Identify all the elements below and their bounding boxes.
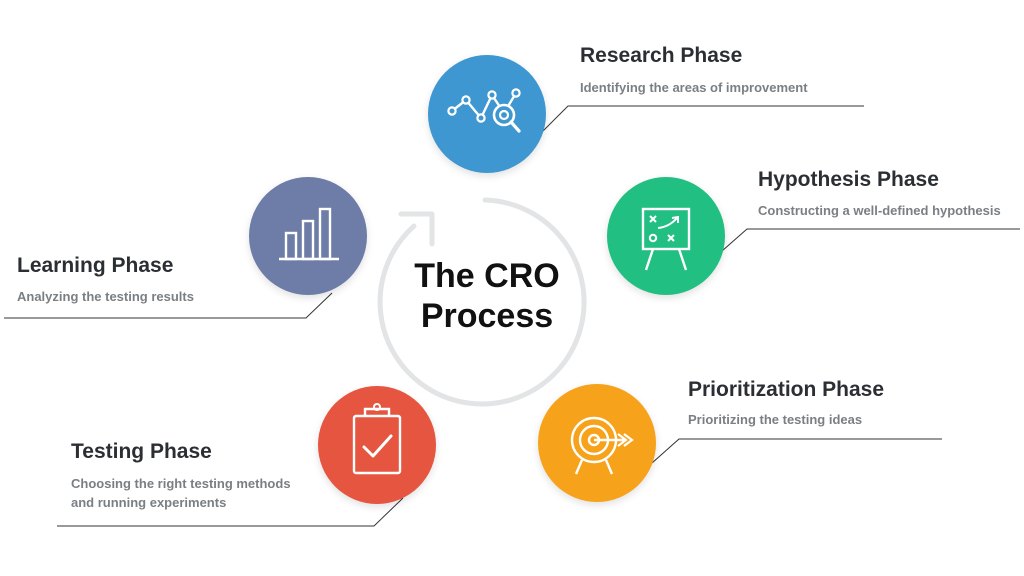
- learning-circle: [249, 177, 367, 295]
- hypothesis-title: Hypothesis Phase: [758, 168, 939, 191]
- testing-title: Testing Phase: [71, 440, 212, 463]
- research-title: Research Phase: [580, 44, 743, 67]
- testing-connector: [57, 497, 404, 527]
- center-title-line2: Process: [420, 297, 554, 335]
- hypothesis-description: Constructing a well-defined hypothesis: [758, 203, 1001, 218]
- center-title-line1: The CRO: [414, 257, 560, 295]
- learning-description: Analyzing the testing results: [17, 289, 194, 304]
- bar-chart-icon: [279, 207, 339, 261]
- center-title: The CRO Process: [392, 256, 582, 336]
- chart-magnifier-icon: [447, 88, 521, 133]
- cycle-arc: [377, 197, 587, 407]
- testing-description-line1: Choosing the right testing methods: [71, 476, 291, 491]
- prioritization-connector: [651, 438, 942, 464]
- testing-circle: [318, 386, 436, 504]
- learning-title: Learning Phase: [17, 254, 174, 277]
- hypothesis-connector: [721, 228, 1020, 252]
- prioritization-description: Prioritizing the testing ideas: [688, 412, 863, 427]
- prioritization-title: Prioritization Phase: [688, 378, 885, 401]
- strategy-board-icon: [641, 207, 691, 271]
- target-arrow-icon: [570, 416, 634, 475]
- research-circle: [428, 55, 546, 173]
- learning-connector: [4, 292, 333, 319]
- testing-description-line2: and running experiments: [71, 495, 227, 510]
- testing-description: Choosing the right testing methods and r…: [71, 474, 291, 512]
- cycle-arrowhead-icon: [398, 211, 435, 247]
- research-description: Identifying the areas of improvement: [580, 80, 808, 95]
- clipboard-check-icon: [352, 403, 402, 475]
- prioritization-circle: [538, 384, 656, 502]
- hypothesis-circle: [607, 177, 725, 295]
- research-connector: [542, 105, 864, 132]
